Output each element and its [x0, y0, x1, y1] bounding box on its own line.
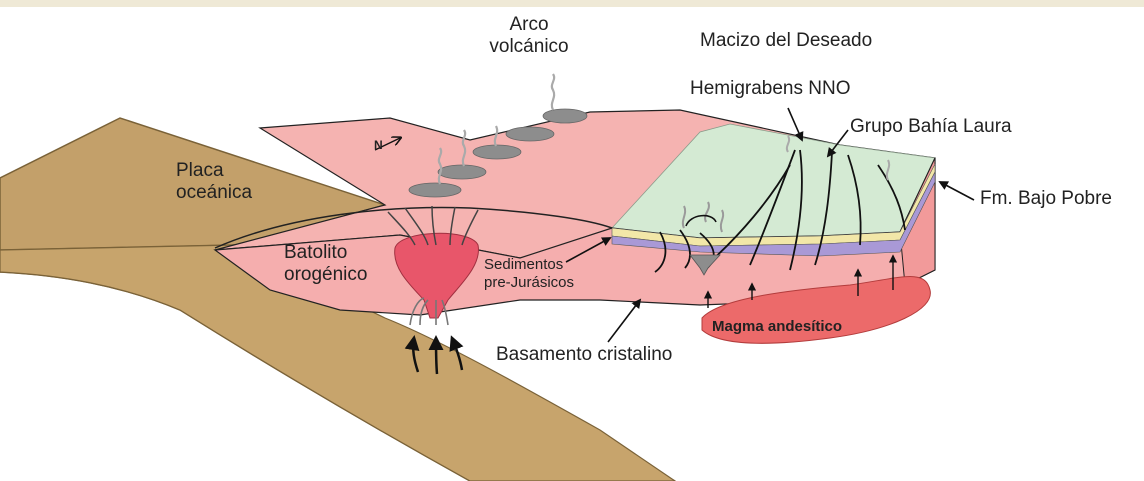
label-batholith-line1: Batolito	[284, 242, 367, 264]
label-hemigrabens: Hemigrabens NNO	[690, 78, 851, 100]
label-volcanic-arc-line2: volcánico	[484, 36, 574, 58]
label-sediments: Sedimentos pre-Jurásicos	[484, 256, 574, 292]
label-oceanic-plate-line2: oceánica	[176, 182, 252, 204]
label-macizo: Macizo del Deseado	[700, 30, 872, 52]
label-batholith: Batolito orogénico	[284, 242, 367, 286]
label-batholith-line2: orogénico	[284, 264, 367, 286]
label-crystalline-basement: Basamento cristalino	[496, 344, 672, 366]
label-volcanic-arc: Arco volcánico	[484, 14, 574, 58]
label-north: N	[374, 134, 383, 156]
label-grupo-bahia-laura: Grupo Bahía Laura	[850, 116, 1012, 138]
label-volcanic-arc-line1: Arco	[484, 14, 574, 36]
label-sediments-line1: Sedimentos	[484, 256, 574, 274]
label-oceanic-plate-line1: Placa	[176, 160, 252, 182]
label-andesitic-magma: Magma andesítico	[712, 316, 842, 338]
label-sediments-line2: pre-Jurásicos	[484, 274, 574, 292]
label-fm-bajo-pobre: Fm. Bajo Pobre	[980, 188, 1112, 210]
label-oceanic-plate: Placa oceánica	[176, 160, 252, 204]
